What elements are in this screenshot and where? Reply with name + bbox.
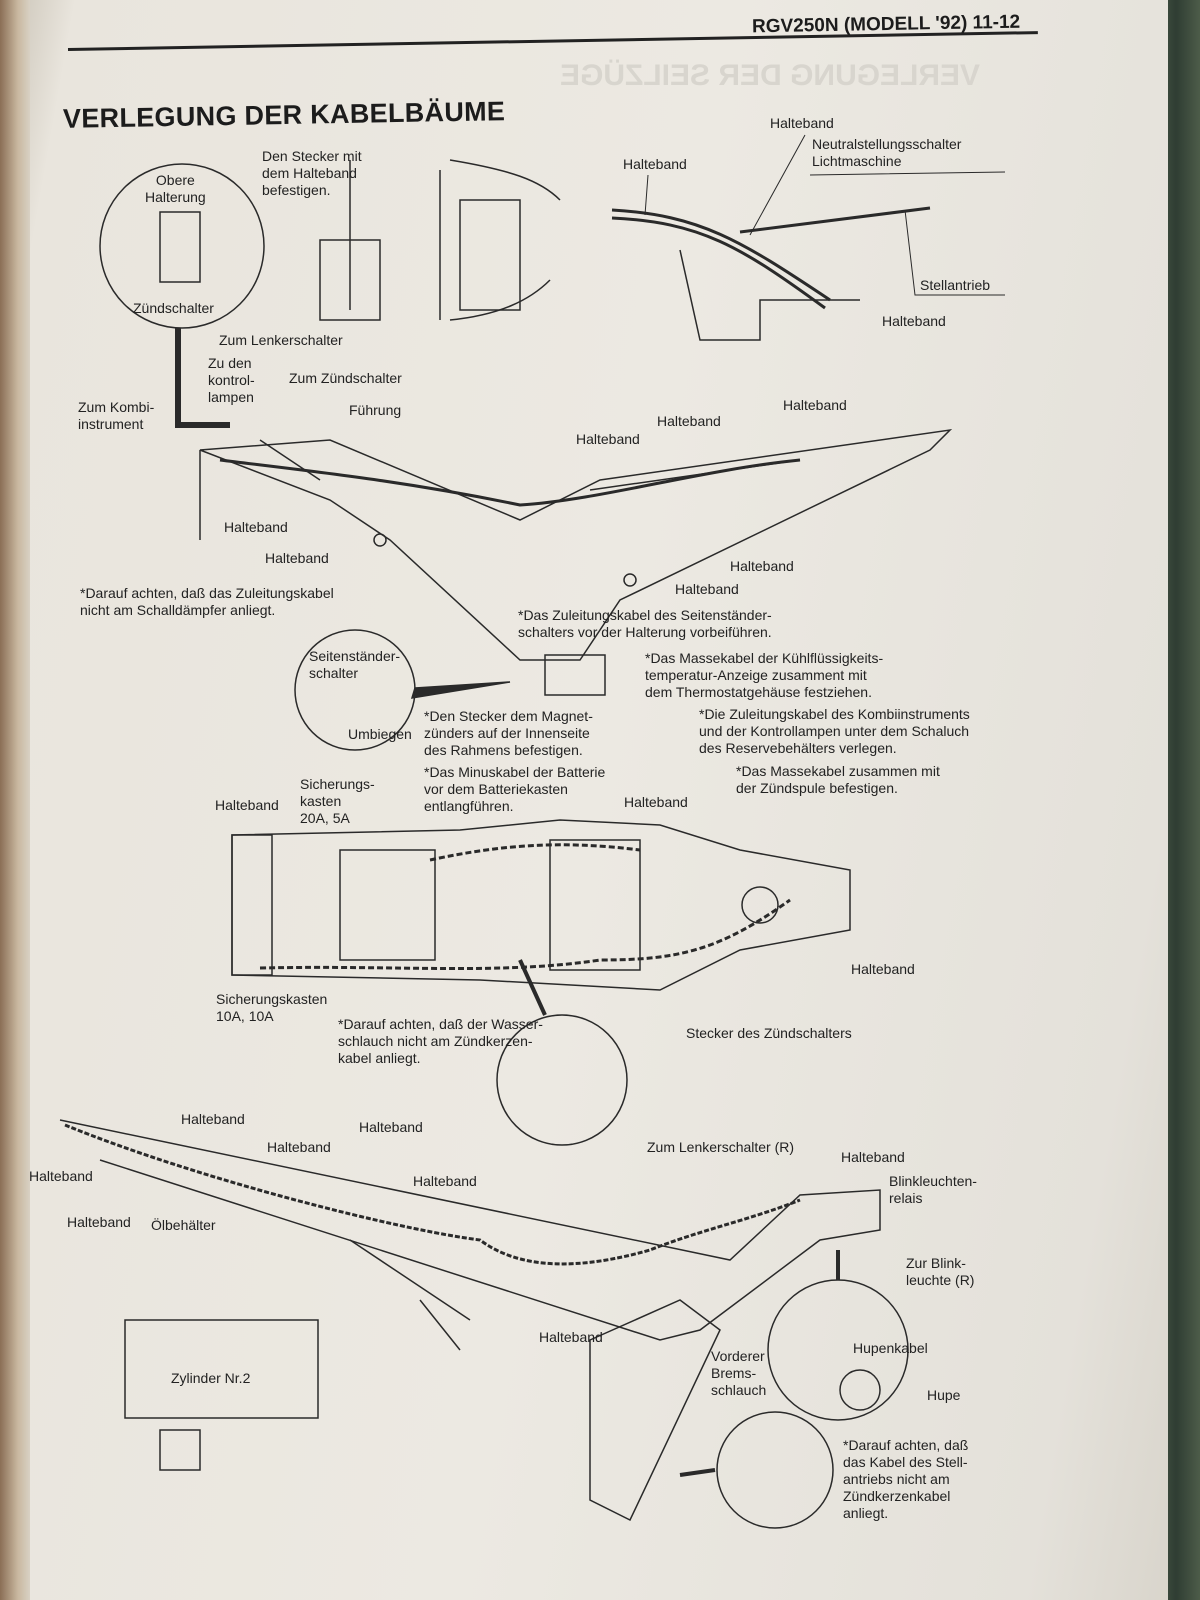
note-magneto-connector: *Den Stecker dem Magnet- zünders auf der… xyxy=(424,708,593,758)
label-halteband: Halteband xyxy=(215,797,279,813)
note-coolant-ground-cable: *Das Massekabel der Kühlflüssigkeits- te… xyxy=(645,650,884,700)
note-battery-negative: *Das Minuskabel der Batterie vor dem Bat… xyxy=(424,764,606,814)
harness-main xyxy=(219,458,801,507)
note-water-hose: *Darauf achten, daß der Wasser- schlauch… xyxy=(338,1016,543,1066)
label-fuse-box-20a-5a: Sicherungs- kasten 20A, 5A xyxy=(300,776,375,826)
steering-head xyxy=(741,886,779,924)
radiator-outline xyxy=(589,1299,721,1522)
label-halteband: Halteband xyxy=(851,961,915,977)
frame-rear-bracket xyxy=(231,834,273,976)
label-horn: Hupe xyxy=(927,1387,961,1403)
label-horn-cable: Hupenkabel xyxy=(853,1340,928,1356)
cylinder-outline xyxy=(124,1319,319,1419)
label-actuator: Stellantrieb xyxy=(920,277,991,293)
note-ignition-coil-ground: *Das Massekabel zusammen mit der Zündspu… xyxy=(736,763,940,796)
fuse-box xyxy=(339,849,436,961)
label-ignition-switch-connector: Stecker des Zündschalters xyxy=(686,1025,852,1041)
pointer-arrow xyxy=(410,681,511,699)
label-ignition-switch: Zündschalter xyxy=(133,300,214,316)
harness-top-view xyxy=(259,843,791,971)
label-halteband: Halteband xyxy=(359,1119,423,1135)
frame-outline-top-right xyxy=(679,249,860,341)
ignition-switch-shape xyxy=(159,211,201,283)
label-fuse-box-10a-10a: Sicherungskasten 10A, 10A xyxy=(216,991,328,1024)
connector-bracket xyxy=(459,199,521,311)
note-muffler-cable: *Darauf achten, daß das Zuleitungskabel … xyxy=(80,585,334,618)
label-halteband: Halteband xyxy=(623,156,687,172)
label-halteband: Halteband xyxy=(882,313,946,329)
label-bend: Umbiegen xyxy=(348,726,412,742)
frame-details xyxy=(199,439,801,540)
label-neutral-switch-alternator: Neutralstellungsschalter Lichtmaschine xyxy=(812,136,962,169)
connector-illustration xyxy=(319,159,561,321)
label-connector-note: Den Stecker mit dem Halteband befestigen… xyxy=(262,148,362,198)
label-halteband: Halteband xyxy=(770,115,834,131)
label-to-turn-signal-r: Zur Blink- leuchte (R) xyxy=(906,1255,975,1288)
note-side-stand-cable: *Das Zuleitungskabel des Seitenständer- … xyxy=(518,607,772,640)
label-halteband: Halteband xyxy=(624,794,688,810)
detail-circle-actuator-cable xyxy=(716,1411,834,1529)
harness-top-right xyxy=(611,206,931,310)
manual-page xyxy=(18,0,1168,1600)
label-to-handlebar-switch: Zum Lenkerschalter xyxy=(219,332,343,348)
pointer-arrow xyxy=(175,328,230,428)
frame-bottom-view xyxy=(59,1119,881,1341)
note-actuator-cable: *Darauf achten, daß das Kabel des Stell-… xyxy=(843,1437,969,1521)
horn-shape xyxy=(839,1369,881,1411)
label-side-stand-switch: Seitenständer- schalter xyxy=(309,648,401,681)
label-halteband: Halteband xyxy=(265,550,329,566)
detail-circle-ignition-switch xyxy=(99,163,265,329)
label-halteband: Halteband xyxy=(576,431,640,447)
label-cylinder-2: Zylinder Nr.2 xyxy=(171,1370,251,1386)
detail-circle-water-hose xyxy=(496,1014,628,1146)
label-to-combination-meter: Zum Kombi- instrument xyxy=(78,399,155,432)
label-halteband: Halteband xyxy=(730,558,794,574)
label-guide: Führung xyxy=(349,402,402,418)
label-oil-tank: Ölbehälter xyxy=(151,1217,216,1233)
label-to-indicator-lamps: Zu den kontrol- lampen xyxy=(208,355,255,405)
label-halteband: Halteband xyxy=(267,1139,331,1155)
cylinder-connector xyxy=(159,1429,201,1471)
page-binding-edge xyxy=(0,0,30,1600)
battery-box xyxy=(549,839,641,971)
pointer-arrow xyxy=(518,959,547,1016)
label-front-brake-hose: Vorderer Brems- schlauch xyxy=(711,1348,767,1398)
label-halteband: Halteband xyxy=(675,581,739,597)
pointer-arrow xyxy=(679,1468,716,1477)
label-halteband: Halteband xyxy=(657,413,721,429)
label-to-ignition-switch: Zum Zündschalter xyxy=(289,370,402,386)
note-meter-cables: *Die Zuleitungskabel des Kombiinstrument… xyxy=(699,706,970,756)
frame-bolt xyxy=(373,533,387,547)
label-halteband: Halteband xyxy=(224,519,288,535)
label-halteband: Halteband xyxy=(67,1214,131,1230)
label-turn-signal-relay: Blinkleuchten- relais xyxy=(889,1173,977,1206)
harness-bottom xyxy=(64,1123,801,1266)
label-halteband: Halteband xyxy=(539,1329,603,1345)
side-stand-bracket xyxy=(544,654,606,696)
label-halteband: Halteband xyxy=(181,1111,245,1127)
label-halteband: Halteband xyxy=(413,1173,477,1189)
label-halteband: Halteband xyxy=(783,397,847,413)
label-halteband: Halteband xyxy=(841,1149,905,1165)
label-upper-bracket: Obere Halterung xyxy=(145,172,206,205)
label-halteband: Halteband xyxy=(29,1168,93,1184)
frame-strut xyxy=(349,1239,471,1351)
leader-lines xyxy=(644,134,1006,296)
frame-top-view xyxy=(231,819,851,991)
label-to-handlebar-switch-r: Zum Lenkerschalter (R) xyxy=(647,1139,795,1155)
frame-bolt xyxy=(623,573,637,587)
